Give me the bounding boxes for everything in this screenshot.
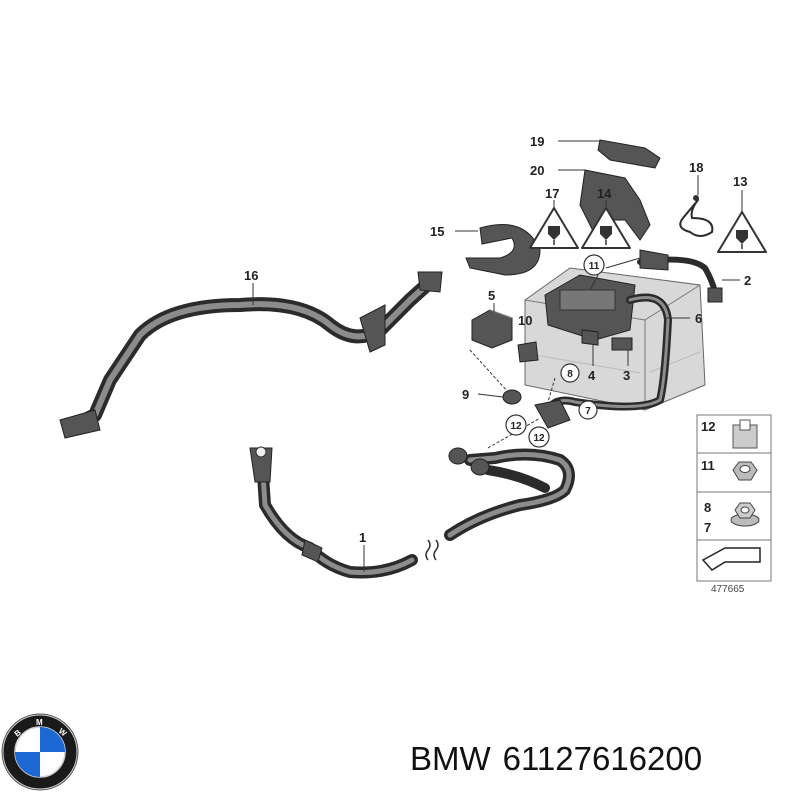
callout-12a: 12 xyxy=(510,421,522,432)
callout-14: 14 xyxy=(597,186,612,201)
warning-label-part-14 xyxy=(581,207,631,249)
callout-2: 2 xyxy=(744,273,751,288)
brand-name: BMW xyxy=(410,740,491,777)
legend-12: 12 xyxy=(701,419,715,434)
callout-18: 18 xyxy=(689,160,703,175)
callout-3: 3 xyxy=(623,368,630,383)
svg-text:B: B xyxy=(13,728,23,739)
cover-part-19 xyxy=(597,139,661,169)
bmw-logo: B M W xyxy=(1,713,79,791)
image-number: 477665 xyxy=(711,584,745,595)
connector-part-3 xyxy=(611,337,633,351)
callout-15: 15 xyxy=(430,224,444,239)
connector-part-4 xyxy=(581,329,599,346)
circled-callouts: 11 8 7 12 12 xyxy=(505,254,605,448)
cable-channel-part-16 xyxy=(59,271,443,439)
hex-nut-icon xyxy=(732,461,758,481)
svg-text:M: M xyxy=(36,718,43,727)
callout-17: 17 xyxy=(545,186,559,201)
warning-label-part-13 xyxy=(717,211,767,253)
flange-nut-icon xyxy=(730,502,760,527)
warning-label-part-17 xyxy=(529,207,579,249)
callout-7: 7 xyxy=(585,406,591,417)
callout-6: 6 xyxy=(695,311,702,326)
callout-8: 8 xyxy=(567,369,573,380)
leader-lines xyxy=(252,140,743,572)
sensor-lead-part-18 xyxy=(679,195,714,237)
callout-1: 1 xyxy=(359,530,366,545)
callout-19: 19 xyxy=(530,134,544,149)
cable-part-6 xyxy=(548,293,672,411)
callout-5: 5 xyxy=(488,288,495,303)
direction-arrow-icon xyxy=(701,547,761,571)
fastener-legend: 12 11 8 7 477665 xyxy=(696,414,772,595)
cable-part-1 xyxy=(249,446,575,579)
callout-10: 10 xyxy=(518,313,532,328)
callout-13: 13 xyxy=(733,174,747,189)
callout-labels: 19 20 17 14 18 13 15 16 2 6 5 10 4 3 9 1 xyxy=(244,134,751,545)
bracket-part-15 xyxy=(465,224,541,276)
callout-16: 16 xyxy=(244,268,258,283)
legend-7: 7 xyxy=(704,520,711,535)
distributor-part-11 xyxy=(544,274,636,341)
svg-text:W: W xyxy=(57,726,69,738)
cable-part-2 xyxy=(637,249,723,303)
legend-11: 11 xyxy=(701,458,715,473)
callout-4: 4 xyxy=(588,368,596,383)
callout-11: 11 xyxy=(589,261,600,272)
clip-part-10 xyxy=(517,341,539,363)
callout-12b: 12 xyxy=(533,433,545,444)
clip-nut-icon xyxy=(732,419,758,449)
relay-part-5 xyxy=(471,309,513,349)
callout-9: 9 xyxy=(462,387,469,402)
legend-8: 8 xyxy=(704,500,711,515)
part-title: BMW 61127616200 xyxy=(410,740,714,778)
callout-20: 20 xyxy=(530,163,544,178)
part-number: 61127616200 xyxy=(502,740,703,777)
